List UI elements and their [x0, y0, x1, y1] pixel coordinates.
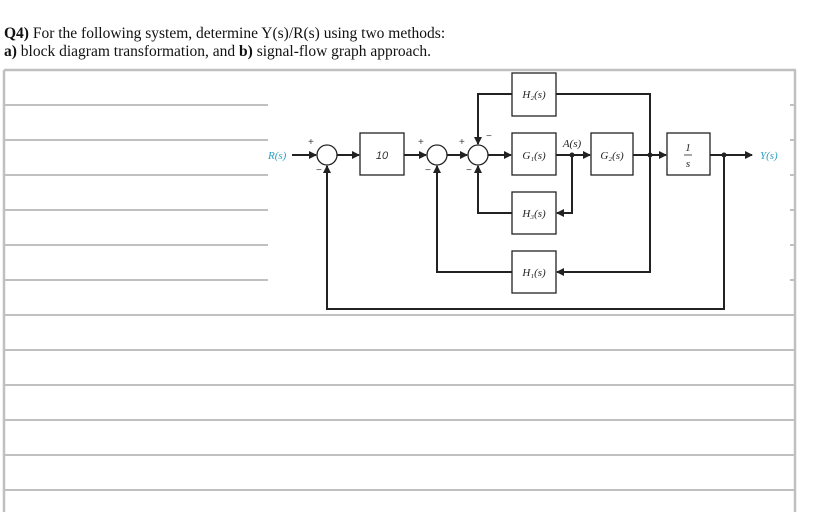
block-h3: H₃(s)	[511, 191, 557, 235]
sign-plus: +	[418, 137, 424, 148]
block-h1: H₁(s)	[511, 250, 557, 294]
svg-text:H₁(s): H₁(s)	[521, 267, 546, 279]
sign-plus: +	[308, 137, 314, 148]
part-a-label: a)	[4, 43, 17, 60]
part-b-text: signal-flow graph approach.	[256, 43, 432, 60]
summing-junction-3	[467, 144, 489, 166]
output-label: Y(s)	[760, 150, 778, 162]
sign-minus: −	[486, 131, 492, 142]
question-text: For the following system, determine Y(s)…	[32, 25, 446, 42]
block-integrator: 1 s	[666, 132, 711, 176]
sign-plus: +	[459, 137, 465, 148]
svg-text:H₃(s): H₃(s)	[521, 208, 546, 220]
question-number: Q4)	[4, 25, 29, 42]
part-b-label: b)	[239, 43, 253, 60]
block-gain: 10	[359, 132, 405, 176]
svg-text:1: 1	[685, 142, 691, 154]
summing-junction-1	[316, 144, 338, 166]
block-g1: G₁(s)	[511, 132, 557, 176]
svg-text:H₂(s): H₂(s)	[521, 89, 546, 101]
block-g2: G₂(s)	[590, 132, 634, 176]
svg-text:s: s	[686, 158, 690, 170]
svg-text:G₂(s): G₂(s)	[600, 150, 624, 162]
input-label: R(s)	[267, 150, 287, 162]
question-line-1: Q4) For the following system, determine …	[4, 25, 445, 43]
svg-text:10: 10	[376, 150, 389, 162]
block-h2: H₂(s)	[511, 72, 557, 117]
node-a	[569, 152, 575, 158]
svg-text:G₁(s): G₁(s)	[522, 150, 546, 162]
summing-junction-2	[426, 144, 448, 166]
question-line-2: a) block diagram transformation, and b) …	[4, 43, 431, 61]
sign-minus: −	[425, 165, 431, 176]
sign-minus: −	[316, 165, 322, 176]
node-a-label: A(s)	[562, 138, 582, 150]
part-a-text: block diagram transformation, and	[20, 43, 236, 60]
sign-minus: −	[466, 165, 472, 176]
